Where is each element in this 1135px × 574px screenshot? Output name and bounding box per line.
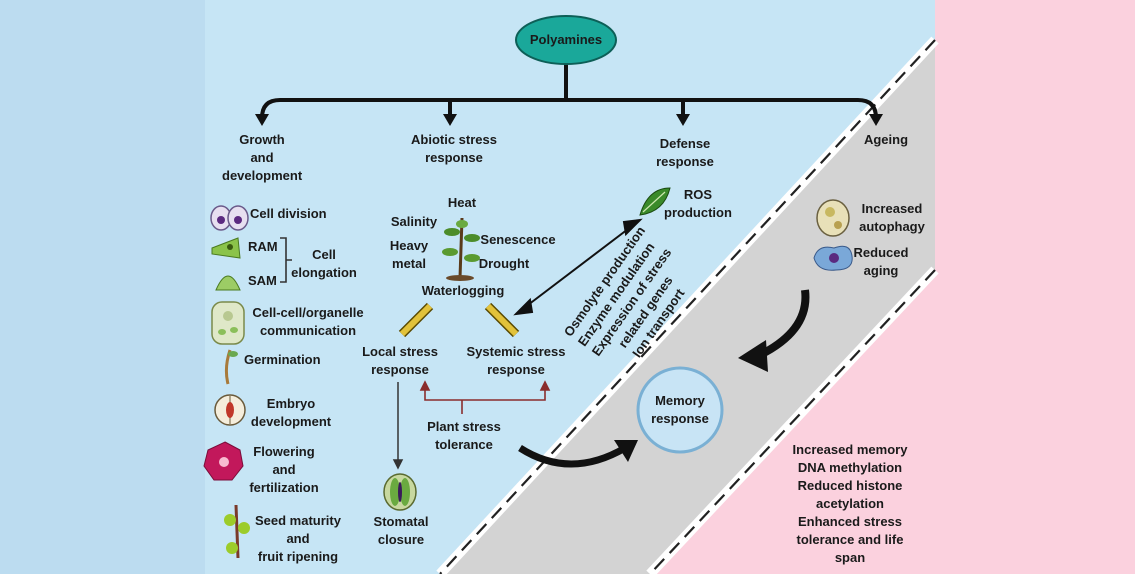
systemic-line-2: response [487, 362, 545, 377]
ram-icon [211, 237, 241, 259]
systemic-stress-label: Systemic stress response [462, 343, 570, 379]
drought-label: Drought [478, 256, 530, 271]
aging-cell-icon [813, 245, 853, 271]
systemic-line-1: Systemic stress [466, 344, 566, 359]
local-line-2: response [371, 362, 429, 377]
growth-line-3: development [222, 168, 303, 183]
seed-line-3: fruit ripening [257, 549, 339, 564]
embryo-label: Embryo development [246, 395, 336, 431]
ram-label: RAM [248, 239, 278, 254]
right-side-panel [935, 0, 1135, 574]
ageing-branch-label: Ageing [863, 132, 909, 147]
reduced-aging-label: Reduced aging [846, 244, 916, 280]
root-node [515, 15, 617, 65]
elongation-line-1: Cell [312, 247, 336, 262]
ros-leaf-icon [639, 187, 671, 216]
memory-line-1: Memory [655, 393, 705, 408]
heat-label: Heat [447, 195, 477, 210]
organelle-icon [211, 301, 245, 345]
autophagy-label: Increased autophagy [852, 200, 932, 236]
growth-line-2: and [250, 150, 274, 165]
cell-division-label: Cell division [250, 206, 327, 221]
defense-line-2: response [656, 154, 714, 169]
communication-label: Cell-cell/organelle communication [246, 304, 370, 340]
seed-line-2: and [286, 531, 310, 546]
tolerance-bracket [419, 380, 551, 414]
ros-double-arrow [513, 218, 643, 316]
embryo-line-2: development [250, 414, 332, 429]
tolerance-line-1: Plant stress [427, 419, 501, 434]
tree-arrowheads [255, 114, 883, 126]
communication-line-1: Cell-cell/organelle [252, 305, 364, 320]
local-stress-label: Local stress response [358, 343, 442, 379]
reduced-aging-line-1: Reduced [853, 245, 909, 260]
reduced-aging-line-2: aging [863, 263, 899, 278]
flowering-line-1: Flowering [253, 444, 315, 459]
elongation-line-2: elongation [291, 265, 357, 280]
heavy-line-2: metal [392, 256, 426, 271]
abiotic-line-1: Abiotic stress [411, 132, 497, 147]
embryo-line-1: Embryo [266, 396, 316, 411]
left-side-panel [0, 0, 205, 574]
growth-branch-label: Growth and development [222, 131, 302, 185]
curved-arrow-to-memory [518, 440, 638, 468]
abiotic-branch-label: Abiotic stress response [400, 131, 508, 167]
communication-line-2: communication [259, 323, 357, 338]
sam-icon [215, 275, 241, 291]
abiotic-line-2: response [425, 150, 483, 165]
seed-line-1: Seed maturity [255, 513, 341, 528]
root-label: Polyamines [529, 32, 603, 47]
heavy-line-1: Heavy [389, 238, 429, 253]
heavy-metal-label: Heavy metal [384, 237, 434, 273]
flower-icon [203, 441, 244, 481]
curved-arrow-from-ageing [738, 289, 810, 372]
seed-fruit-icon [224, 504, 250, 559]
seed-label: Seed maturity and fruit ripening [250, 512, 346, 566]
plant-tolerance-label: Plant stress tolerance [422, 418, 506, 454]
plant-icon [442, 217, 480, 281]
growth-line-1: Growth [239, 132, 285, 147]
flowering-line-3: fertilization [249, 480, 319, 495]
flowering-line-2: and [272, 462, 296, 477]
tolerance-line-2: tolerance [435, 437, 493, 452]
ros-line-1: ROS [683, 187, 713, 202]
memory-effects-label: Increased memory DNA methylation Reduced… [780, 441, 920, 567]
defense-line-1: Defense [659, 136, 711, 151]
effect-line-5: Enhanced stress [797, 514, 903, 529]
sam-label: SAM [248, 273, 277, 288]
stomatal-line-2: closure [377, 532, 425, 547]
memory-node [636, 366, 724, 454]
cell-elongation-label: Cell elongation [288, 246, 360, 282]
effect-line-3: Reduced histone [797, 478, 903, 493]
effect-line-1: Increased memory [792, 442, 908, 457]
autophagy-icon [816, 199, 850, 237]
ros-line-2: production [664, 205, 732, 220]
effect-line-6: tolerance and life [796, 532, 904, 547]
effect-line-2: DNA methylation [797, 460, 903, 475]
waterlogging-label: Waterlogging [421, 283, 505, 298]
germination-icon [224, 349, 238, 385]
embryo-icon [214, 394, 246, 426]
elongation-bracket [280, 237, 292, 283]
effect-line-4: acetylation [816, 496, 884, 511]
stomatal-line-1: Stomatal [373, 514, 429, 529]
autophagy-line-2: autophagy [859, 219, 925, 234]
memory-line-2: response [651, 411, 709, 426]
cell-division-icon [210, 205, 249, 231]
local-line-1: Local stress [362, 344, 438, 359]
ros-production-label: ROS production [656, 186, 740, 222]
defense-branch-label: Defense response [645, 135, 725, 171]
memory-response-label: Memory response [640, 392, 720, 428]
salinity-label: Salinity [390, 214, 438, 229]
autophagy-line-1: Increased [861, 201, 923, 216]
effect-line-7: span [834, 550, 866, 565]
flowering-label: Flowering and fertilization [244, 443, 324, 497]
stress-arrows [398, 302, 520, 338]
senescence-label: Senescence [480, 232, 556, 247]
stomata-icon [383, 473, 417, 511]
stomatal-arrow [392, 382, 404, 470]
germination-label: Germination [244, 352, 321, 367]
stomatal-closure-label: Stomatal closure [364, 513, 438, 549]
